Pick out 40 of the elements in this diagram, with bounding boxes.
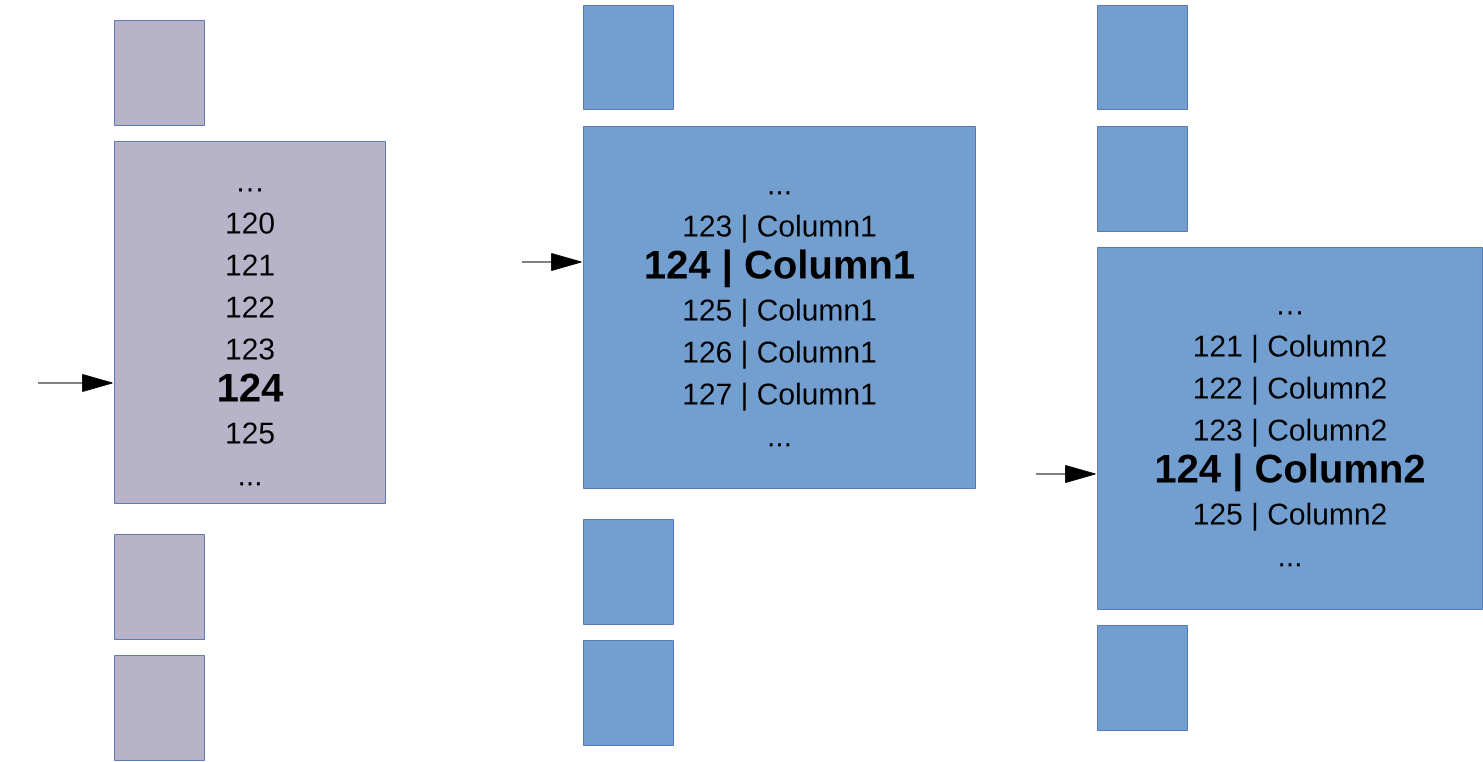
node-label: ... [240, 482, 260, 486]
node-label: ... [1280, 563, 1300, 567]
row-list: … 120 121 122 123 124 125 ... [219, 188, 284, 486]
node-label: 123 [227, 338, 274, 360]
node-label: 123 | Column2 [1195, 418, 1386, 447]
arrow [1035, 465, 1096, 483]
node-label: 120 [227, 212, 274, 234]
block [1097, 126, 1188, 232]
node-label: ... [769, 191, 790, 195]
block [114, 534, 205, 640]
node-label: 121 [227, 254, 274, 276]
node-label: 123 | Column1 [684, 214, 876, 243]
node-label: 126 | Column1 [684, 340, 876, 369]
block [1097, 5, 1188, 110]
block [114, 655, 205, 761]
node-label: 122 [227, 296, 274, 318]
node-label: 124 | Column1 [646, 249, 914, 288]
arrow [521, 253, 582, 271]
node-label: 125 | Column2 [1195, 502, 1386, 531]
list-box [583, 126, 976, 489]
node-label: 127 | Column1 [684, 382, 876, 411]
node-label: 122 | Column2 [1195, 376, 1386, 405]
list-box [114, 141, 386, 504]
block [583, 519, 674, 625]
node-label: ... [769, 443, 790, 447]
node-label: 124 [219, 373, 284, 402]
node-label: … [239, 188, 261, 192]
block [583, 640, 674, 746]
row-list: … 121 | Column2 122 | Column2 123 | Column2 124 | Column2 125 | Column2 ... [1156, 311, 1424, 567]
row-list: ... 123 | Column1 124 | Column1 125 | Column1 126 | Column1 127 | Column1 ... [646, 191, 914, 447]
node-label: … [1279, 311, 1301, 315]
block [583, 5, 674, 110]
arrow [37, 374, 113, 392]
node-label: 125 | Column1 [684, 298, 876, 327]
node-label: 124 | Column2 [1156, 453, 1425, 492]
list-box [1097, 247, 1483, 610]
block [1097, 625, 1188, 731]
node-label: 125 [227, 422, 274, 444]
node-label: 121 | Column2 [1195, 334, 1386, 363]
block [114, 20, 205, 126]
